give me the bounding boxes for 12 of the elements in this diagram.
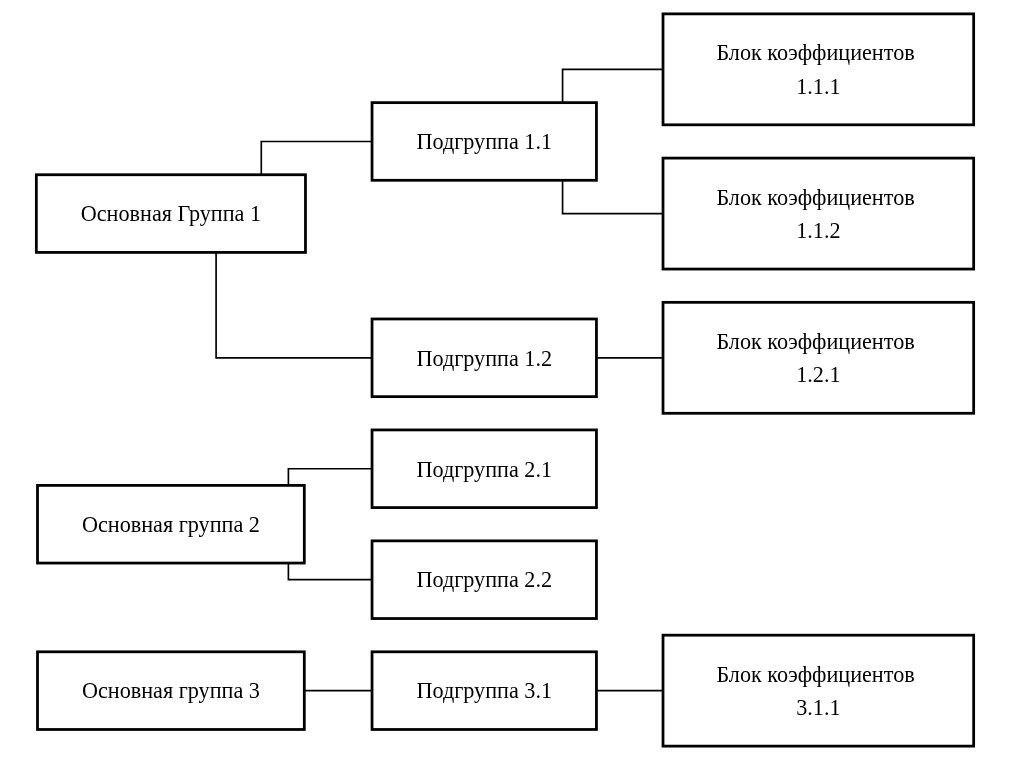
node-box: Подгруппа 1.1 (370, 101, 598, 182)
node-box: Блок коэффициентов 3.1.1 (661, 633, 976, 748)
node-box: Подгруппа 3.1 (370, 650, 598, 731)
node-box: Основная группа 2 (36, 484, 306, 565)
node-box: Подгруппа 2.1 (370, 428, 598, 509)
node-box: Подгруппа 1.2 (370, 317, 598, 399)
node-box: Основная Группа 1 (34, 173, 307, 254)
node-box: Основная группа 3 (36, 650, 306, 731)
node-box: Блок коэффициентов 1.2.1 (661, 300, 976, 415)
node-box: Блок коэффициентов 1.1.1 (661, 12, 976, 127)
node-box: Блок коэффициентов 1.1.2 (661, 156, 976, 271)
node-box: Подгруппа 2.2 (370, 539, 598, 620)
